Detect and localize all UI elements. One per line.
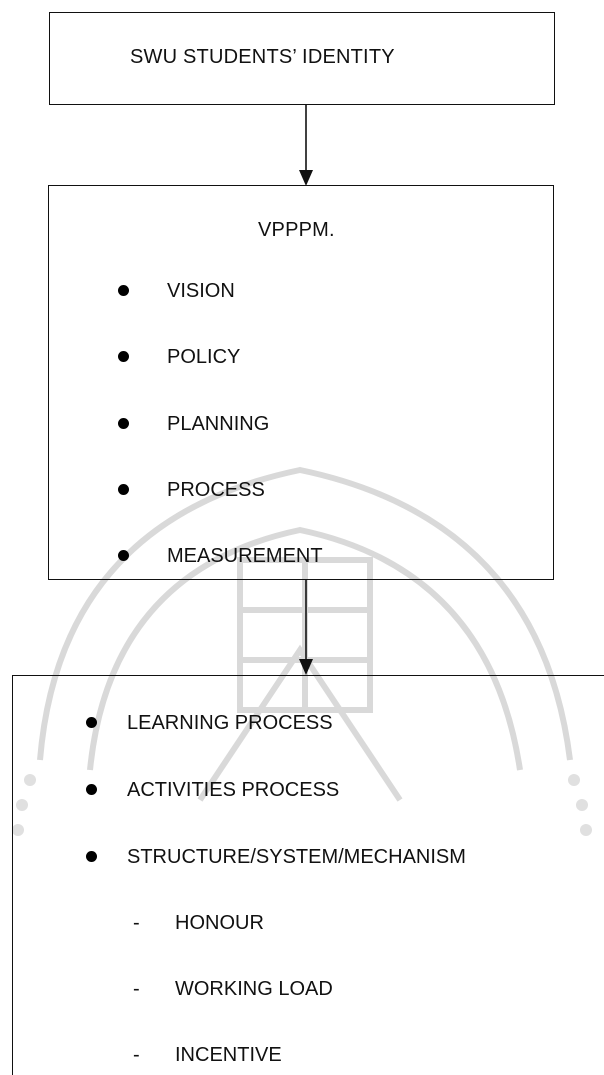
arrow-down-2 bbox=[299, 579, 313, 675]
identity-title: SWU STUDENTS’ IDENTITY bbox=[130, 46, 395, 68]
bullet-icon bbox=[118, 484, 129, 495]
vpppm-item-policy: POLICY bbox=[167, 346, 241, 368]
dash-marker: - bbox=[133, 1044, 140, 1066]
bullet-icon bbox=[118, 285, 129, 296]
sub-item-honour: HONOUR bbox=[175, 912, 264, 934]
identity-box: SWU STUDENTS’ IDENTITY bbox=[49, 12, 555, 105]
vpppm-item-vision: VISION bbox=[167, 280, 235, 302]
sub-item-incentive: INCENTIVE bbox=[175, 1044, 282, 1066]
vpppm-box: VPPPM. VISION POLICY PLANNING PROCESS ME… bbox=[48, 185, 554, 580]
bullet-icon bbox=[118, 550, 129, 561]
process-box: LEARNING PROCESS ACTIVITIES PROCESS STRU… bbox=[12, 675, 604, 1075]
bullet-icon bbox=[86, 784, 97, 795]
process-item-learning: LEARNING PROCESS bbox=[127, 712, 333, 734]
vpppm-item-process: PROCESS bbox=[167, 479, 265, 501]
bullet-icon bbox=[86, 851, 97, 862]
arrow-down-1 bbox=[299, 104, 313, 186]
dash-marker: - bbox=[133, 912, 140, 934]
bullet-icon bbox=[86, 717, 97, 728]
vpppm-item-planning: PLANNING bbox=[167, 413, 270, 435]
vpppm-item-measurement: MEASUREMENT bbox=[167, 545, 323, 567]
vpppm-title: VPPPM. bbox=[258, 219, 335, 241]
bullet-icon bbox=[118, 418, 129, 429]
process-item-structure: STRUCTURE/SYSTEM/MECHANISM bbox=[127, 846, 466, 868]
process-item-activities: ACTIVITIES PROCESS bbox=[127, 779, 340, 801]
dash-marker: - bbox=[133, 978, 140, 1000]
bullet-icon bbox=[118, 351, 129, 362]
sub-item-working-load: WORKING LOAD bbox=[175, 978, 333, 1000]
